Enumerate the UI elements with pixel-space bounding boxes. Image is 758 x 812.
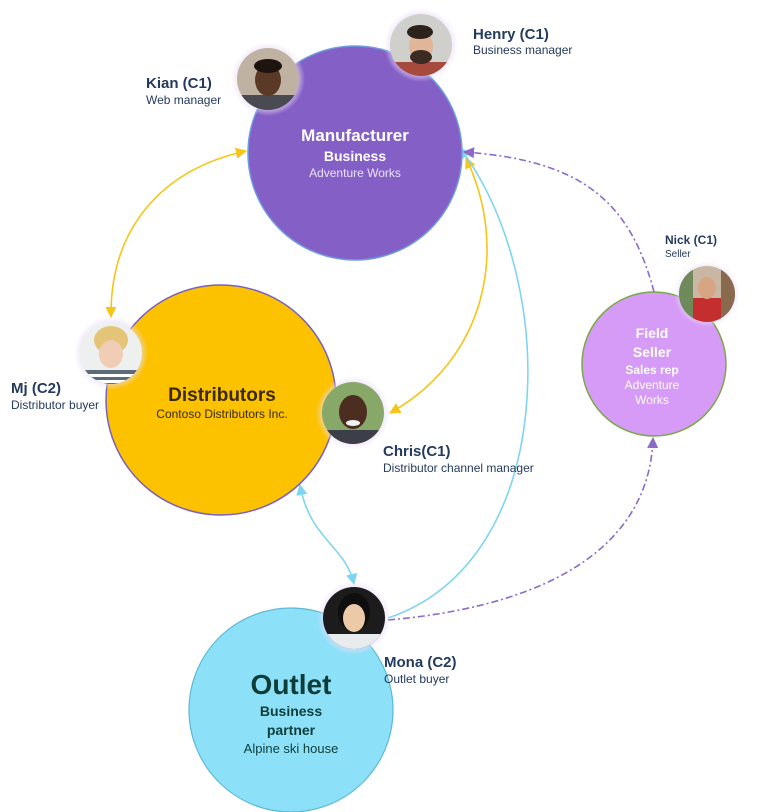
outlet-type-line2: partner [267,722,316,738]
mona-role: Outlet buyer [384,672,449,686]
manufacturer-node: Manufacturer Business Adventure Works [247,45,463,261]
mona-name: Mona (C2) [384,654,457,671]
chris-name: Chris(C1) [383,443,451,460]
manufacturer-title: Manufacturer [301,126,409,145]
outlet-title: Outlet [251,669,332,700]
manufacturer-company: Adventure Works [309,166,401,180]
mj-avatar [74,316,148,390]
nick-label: Nick (C1) Seller [665,233,717,260]
chris-role: Distributor channel manager [383,461,534,475]
mj-label: Mj (C2) Distributor buyer [11,380,99,412]
kian-avatar [231,42,305,116]
field-seller-node: Field Seller Sales rep Adventure Works [581,291,727,437]
outlet-company: Alpine ski house [244,741,339,756]
mj-name: Mj (C2) [11,380,61,397]
arrow-manufacturer-chris [389,156,488,414]
chris-avatar [316,376,390,450]
distributors-node: Distributors Contoso Distributors Inc. [105,284,337,516]
distributors-company: Contoso Distributors Inc. [156,407,287,421]
arrow-manufacturer-mj [105,147,248,319]
kian-label: Kian (C1) Web manager [146,75,221,107]
outlet-type-line1: Business [260,703,322,719]
mona-label: Mona (C2) Outlet buyer [384,654,457,686]
chris-label: Chris(C1) Distributor channel manager [383,443,534,475]
nick-name: Nick (C1) [665,233,717,247]
arrow-mona-field-seller [387,436,659,621]
henry-avatar [384,8,458,82]
henry-label: Henry (C1) Business manager [473,26,572,57]
mona-avatar [317,581,391,655]
manufacturer-type: Business [324,148,386,164]
nick-role: Seller [665,249,691,260]
arrow-mona-manufacturer [387,147,529,619]
henry-role: Business manager [473,43,572,57]
arrow-distributors-mona [296,483,358,586]
mj-role: Distributor buyer [11,398,99,412]
outlet-node: Outlet Business partner Alpine ski house [188,607,394,812]
nick-avatar [674,261,740,327]
field-seller-role: Sales rep [625,363,678,377]
kian-role: Web manager [146,93,221,107]
kian-name: Kian (C1) [146,75,212,92]
henry-name: Henry (C1) [473,26,549,43]
distributors-title: Distributors [168,385,276,406]
field-seller-title-line1: Field [636,325,669,341]
person-avatar-icon [322,382,384,444]
field-seller-company-line1: Adventure [625,378,680,392]
field-seller-company-line2: Works [635,393,669,407]
person-avatar-icon [80,322,142,384]
arrow-nick-manufacturer [462,147,655,293]
person-avatar-icon [237,48,299,110]
field-seller-title-line2: Seller [633,344,672,360]
